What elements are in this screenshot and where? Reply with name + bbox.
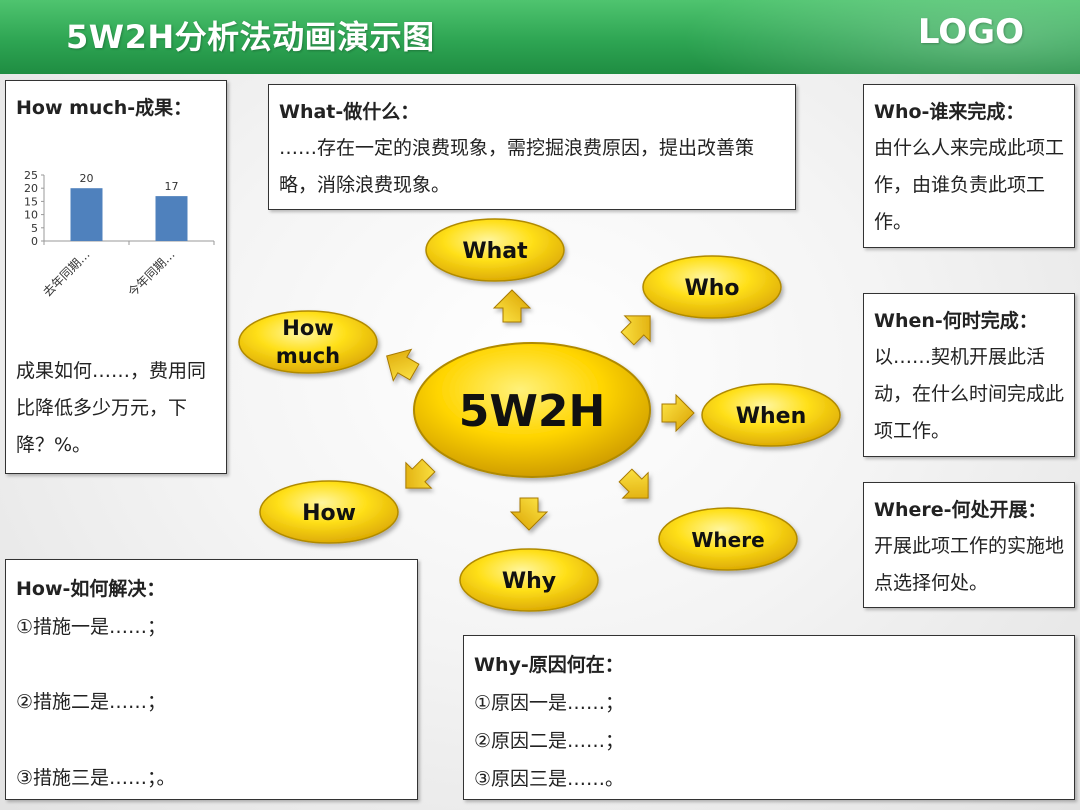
how-item-2: ②措施二是……； [16,691,167,713]
how-much-chart: 252015105020去年同期…17今年同期… [24,169,215,300]
arrow-to-how-much-icon [377,339,424,389]
node-how [259,480,399,544]
who-heading: Who-谁来完成： [874,101,1025,123]
who-box: Who-谁来完成： 由什么人来完成此项工作，由谁负责此项工作。 [863,84,1075,248]
how-much-heading: How much-成果： [16,97,193,119]
node-how-much-label-1: How [282,316,333,340]
node-how-much [238,310,378,374]
how-heading: How-如何解决： [16,578,166,600]
bar [155,196,188,241]
arrow-to-who-icon [614,302,664,352]
why-box: Why-原因何在： ①原因一是……； ②原因二是……； ③原因三是……。 [463,635,1075,800]
what-text: ……存在一定的浪费现象，需挖掘浪费原因，提出改善策略，消除浪费现象。 [279,137,755,196]
why-item-3: ③原因三是……。 [474,768,625,790]
how-much-text: 成果如何……，费用同比降低多少万元，下降？%。 [16,360,207,456]
bar-value-label: 17 [165,180,179,193]
center-label: 5W2H [459,386,606,437]
y-tick-label: 10 [24,209,38,222]
node-where [658,507,798,571]
arrow-to-how-icon [392,452,442,502]
when-text: 以……契机开展此活动，在什么时间完成此项工作。 [874,346,1065,442]
node-when-label: When [736,404,807,429]
page-title: 5W2H分析法动画演示图 [66,18,435,56]
when-box: When-何时完成： 以……契机开展此活动，在什么时间完成此项工作。 [863,293,1075,457]
x-tick-label: 去年同期… [40,247,92,299]
where-heading: Where-何处开展： [874,499,1047,521]
arrow-to-where-icon [612,462,662,512]
node-what-label: What [462,239,528,264]
how-box: How-如何解决： ①措施一是……； ②措施二是……； ③措施三是……；。 [5,559,418,800]
header-decoration [680,0,1080,74]
center-node [413,342,651,478]
node-why-label: Why [502,569,556,594]
node-why [459,548,599,612]
logo: LOGO [917,12,1024,52]
node-who-label: Who [684,276,739,301]
node-how-much-label-2: much [276,344,340,368]
how-item-3: ③措施三是……；。 [16,767,176,789]
node-what [425,218,565,282]
arrow-to-why-icon [510,497,548,531]
where-box: Where-何处开展： 开展此项工作的实施地点选择何处。 [863,482,1075,608]
how-item-1: ①措施一是……； [16,616,167,638]
when-heading: When-何时完成： [874,310,1038,332]
y-tick-label: 25 [24,169,38,182]
node-how-label: How [302,501,356,526]
y-tick-label: 15 [24,195,38,208]
node-where-label: Where [691,528,764,552]
bar-value-label: 20 [80,172,94,185]
what-heading: What-做什么： [279,101,420,123]
y-tick-label: 20 [24,182,38,195]
arrow-to-when-icon [661,394,695,432]
y-tick-label: 0 [31,235,38,248]
who-text: 由什么人来完成此项工作，由谁负责此项工作。 [874,137,1065,233]
where-text: 开展此项工作的实施地点选择何处。 [874,535,1065,594]
node-when [701,383,841,447]
x-tick-label: 今年同期… [125,247,178,300]
what-box: What-做什么： ……存在一定的浪费现象，需挖掘浪费原因，提出改善策略，消除浪… [268,84,796,210]
arrow-to-what-icon [493,289,531,323]
why-item-2: ②原因二是……； [474,730,625,752]
why-item-1: ①原因一是……； [474,692,625,714]
title-bar: 5W2H分析法动画演示图 LOGO [0,0,1080,74]
why-heading: Why-原因何在： [474,654,624,676]
bar [70,188,103,241]
node-who [642,255,782,319]
y-tick-label: 5 [31,222,38,235]
